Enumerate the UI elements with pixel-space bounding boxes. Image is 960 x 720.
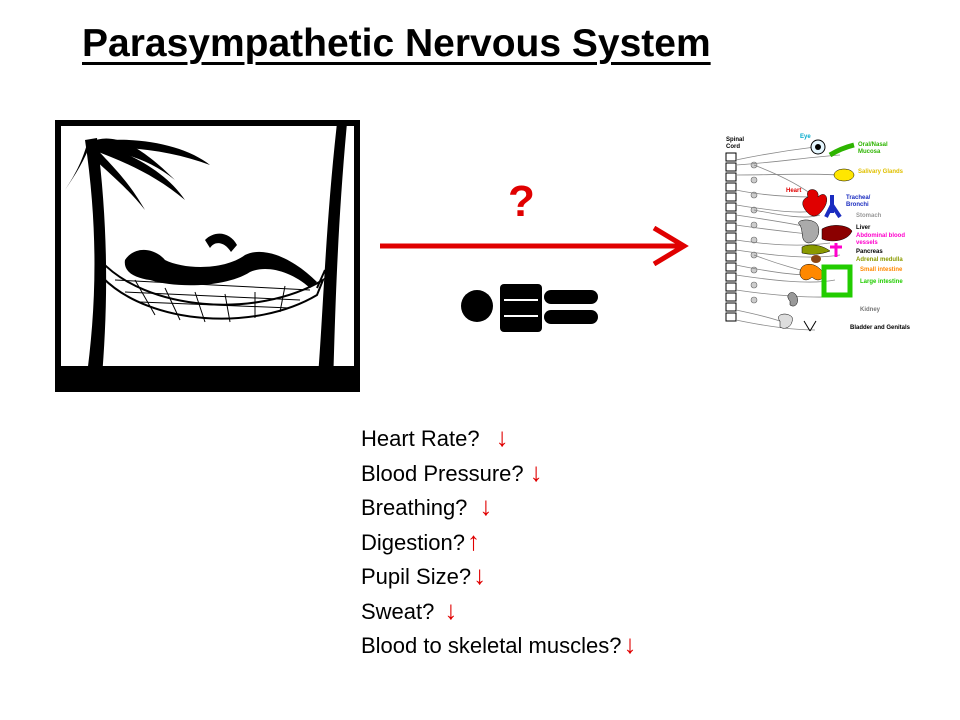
arrow-down-icon: ↓	[444, 594, 458, 625]
effect-label: Digestion?	[361, 529, 465, 555]
label-pancreas: Pancreas	[856, 249, 883, 255]
effect-label: Blood Pressure?	[361, 460, 524, 486]
arrow-down-icon: ↓	[529, 456, 543, 487]
label-stomach: Stomach	[856, 213, 882, 219]
label-oral-nasal: Oral/Nasal Mucosa	[858, 142, 888, 155]
label-small-intestine: Small intestine	[860, 267, 903, 273]
label-liver: Liver	[856, 225, 871, 231]
label-adrenal: Adrenal medulla	[856, 257, 903, 263]
effect-blood-to-muscles: Blood to skeletal muscles?↓	[361, 627, 636, 662]
effect-label: Heart Rate?	[361, 426, 480, 451]
label-trachea: Trachea/ Bronchi	[846, 195, 871, 208]
red-arrow-icon	[380, 226, 689, 266]
effect-sweat: Sweat? ↓	[361, 593, 636, 628]
effect-label: Sweat?	[361, 598, 435, 624]
label-eye: Eye	[800, 134, 811, 140]
label-large-intestine: Large intestine	[860, 279, 903, 285]
effect-digestion: Digestion?↑	[361, 524, 636, 559]
effect-blood-pressure: Blood Pressure?↓	[361, 455, 636, 490]
label-heart: Heart	[786, 188, 802, 194]
effects-list: Heart Rate?↓ Blood Pressure?↓ Breathing?…	[361, 420, 636, 662]
label-kidney: Kidney	[860, 307, 881, 313]
arrow-up-icon: ↑	[466, 525, 480, 556]
label-salivary: Salivary Glands	[858, 169, 904, 175]
label-bladder: Bladder and Genitals	[850, 325, 911, 331]
arrow-down-icon: ↓	[479, 491, 493, 521]
arrow-down-icon: ↓	[473, 560, 487, 590]
autonomic-nervous-system-diagram: Spinal Cord Eye Oral/Nasal Mucosa Saliva…	[720, 125, 940, 340]
arrow-down-icon: ↓	[495, 422, 509, 452]
effect-heart-rate: Heart Rate? ↓	[361, 420, 636, 455]
effect-pupil-size: Pupil Size?↓	[361, 558, 636, 593]
effect-label: Blood to skeletal muscles?	[361, 633, 622, 658]
page-title: Parasympathetic Nervous System	[82, 22, 711, 65]
label-abdominal: Abdominal blood vessels	[856, 233, 905, 246]
effect-label: Pupil Size?	[361, 564, 472, 589]
arrow-down-icon: ↓	[623, 629, 637, 659]
label-spinal-cord: Spinal Cord	[726, 137, 745, 150]
effect-label: Breathing?	[361, 495, 468, 520]
resting-person-icon	[461, 284, 598, 332]
question-mark: ?	[508, 177, 535, 226]
effect-breathing: Breathing? ↓	[361, 489, 636, 524]
hammock-relaxing-illustration	[55, 120, 360, 392]
